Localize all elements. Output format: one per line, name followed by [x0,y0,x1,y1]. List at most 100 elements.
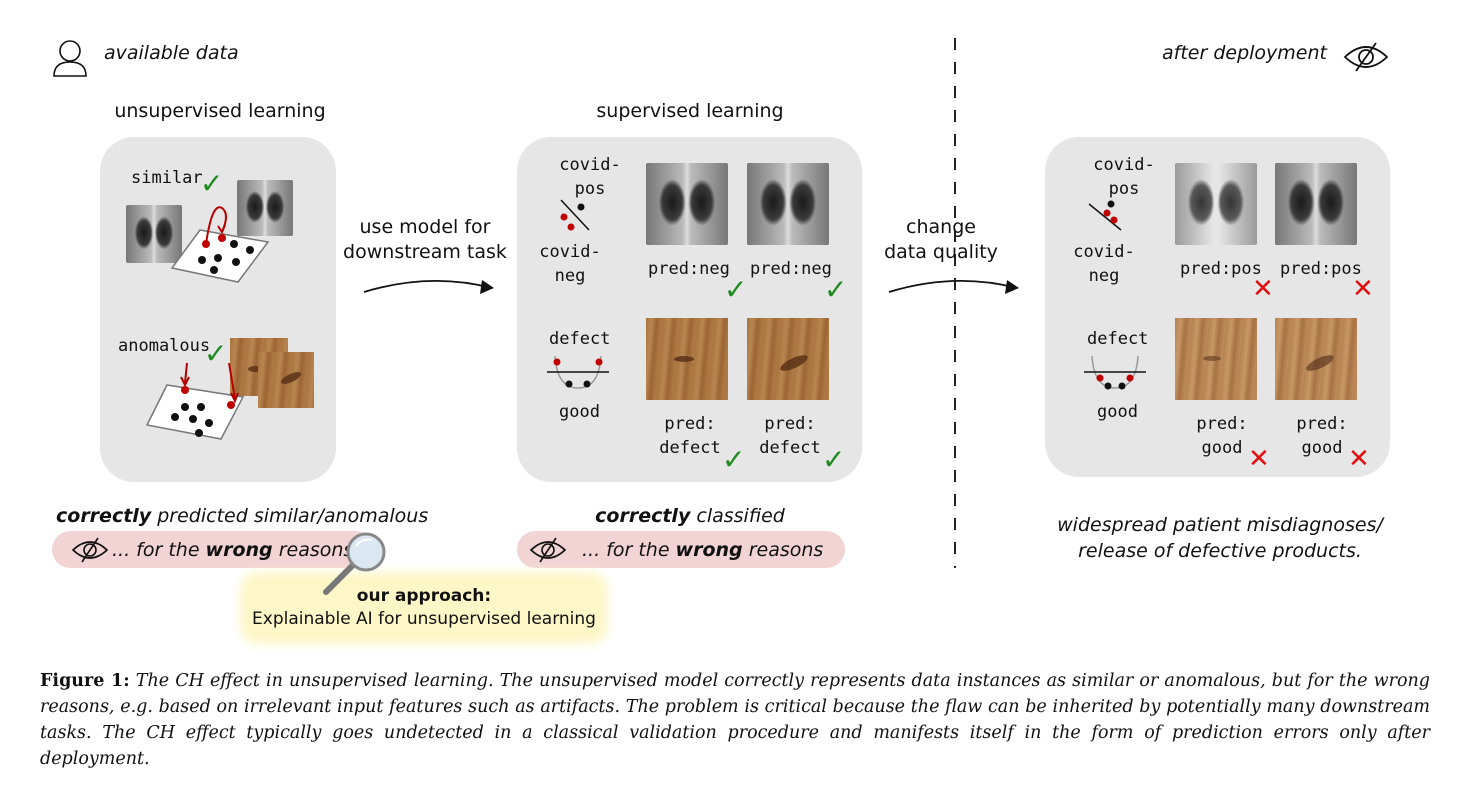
misdiagnoses-line1: widespread patient misdiagnoses/ [1057,514,1383,536]
pred-pos-label-1: pred:pos [1180,259,1262,279]
correctly-bold-left: correctly [56,505,152,527]
decision-boundary-defect-deploy [1084,355,1146,390]
covid-neg-line2: neg [554,266,586,286]
wrong-bold: wrong [205,539,273,561]
wrong-suffix: reasons [272,539,354,561]
arrow-downstream [363,280,494,294]
xray-image-deploy-2 [1275,163,1357,245]
pred-neg-label-1: pred:neg [648,259,730,279]
our-approach-subtitle: Explainable AI for unsupervised learning [252,609,596,629]
check-icon: ✓ [204,337,228,370]
decision-boundary-covid-deploy [1088,200,1122,231]
supervised-learning-title: supervised learning [596,100,784,122]
covid-neg-line1: covid- [539,242,601,262]
good-label-deploy: good [1097,402,1138,422]
check-icon: ✓ [200,167,224,200]
unsupervised-learning-title: unsupervised learning [114,100,326,122]
covid-neg-label: covid- neg [532,240,608,288]
defect-label-deploy: defect [1087,329,1149,349]
xray-image-similar-1 [126,205,182,263]
predicted-rest: predicted similar/anomalous [151,505,429,527]
pred-good-1-line1: pred: [1196,414,1248,434]
covid-neg-deploy-line2: neg [1088,266,1120,286]
misdiagnoses-line2: release of defective products. [1078,540,1362,562]
pred-good-label-1: pred: good [1182,412,1262,460]
figure-caption: Figure 1: The CH effect in unsupervised … [40,668,1430,772]
deployment-divider [954,38,956,568]
wood-image-anomalous-2 [258,352,314,408]
good-label: good [559,402,600,422]
wrong-prefix-mid: ... for the [582,539,676,561]
covid-pos-label: covid- pos [552,153,628,201]
our-approach-box [248,580,600,636]
xray-image-pred-2 [747,163,829,245]
wood-image-pred-1 [646,318,728,400]
arrow2-line1: change [906,216,976,238]
decision-boundary-covid [560,199,590,231]
covid-pos-deploy-line1: covid- [1093,155,1155,175]
arrow-label-line1: use model for [359,216,491,238]
xray-image-similar-2 [237,180,293,236]
wrong-bold-mid: wrong [675,539,743,561]
arrow2-line2: data quality [884,241,998,263]
cross-icon: ✕ [1248,444,1270,474]
check-icon: ✓ [824,273,848,306]
wrong-reasons-text-mid: ... for the wrong reasons [582,539,823,561]
covid-neg-deploy-line1: covid- [1073,242,1135,262]
covid-neg-label-deploy: covid- neg [1066,240,1142,288]
pred-neg-label-2: pred:neg [750,259,832,279]
cross-icon: ✕ [1348,444,1370,474]
wrong-reasons-text-left: ... for the wrong reasons [112,539,353,561]
available-data-label: available data [104,42,239,64]
correctly-predicted-statement: correctly predicted similar/anomalous [56,505,428,527]
wood-image-pred-2 [747,318,829,400]
arrow-data-quality [888,280,1019,294]
cross-icon: ✕ [1252,274,1274,304]
check-icon: ✓ [822,443,846,476]
correctly-bold-mid: correctly [595,505,691,527]
our-approach-title: our approach: [356,586,492,606]
pred-defect-1-line1: pred: [664,414,716,434]
arrow-label-data-quality: change data quality [882,215,1000,265]
misdiagnoses-statement: widespread patient misdiagnoses/ release… [1040,512,1400,564]
after-deployment-label: after deployment [1162,42,1327,64]
pred-good-1-line2: good [1201,438,1243,458]
pred-good-label-2: pred: good [1282,412,1362,460]
eye-crossed-icon [71,537,109,563]
pred-defect-2-line2: defect [759,438,821,458]
eye-crossed-icon [529,537,567,563]
decision-boundary-defect [547,355,609,389]
check-icon: ✓ [722,443,746,476]
embedding-plane-anomalous [145,362,245,440]
eye-crossed-icon [1343,42,1389,72]
magnifier-icon [323,532,386,595]
pred-defect-2-line1: pred: [764,414,816,434]
embedding-plane-similar [170,206,270,283]
wood-image-deploy-2 [1275,318,1357,400]
wrong-reasons-pill-mid [517,531,845,568]
covid-pos-label-deploy: covid- pos [1086,153,1162,201]
user-icon [53,40,87,77]
pred-defect-label-2: pred: defect [750,412,830,460]
xray-image-pred-1 [646,163,728,245]
wood-image-deploy-1 [1175,318,1257,400]
anomalous-label: anomalous [118,336,211,356]
pred-pos-label-2: pred:pos [1280,259,1362,279]
wrong-suffix-mid: reasons [742,539,824,561]
pred-defect-label-1: pred: defect [650,412,730,460]
arrow-label-downstream: use model for downstream task [336,215,514,265]
xray-image-deploy-1 [1175,163,1257,245]
arrow-label-line2: downstream task [343,241,507,263]
classified-rest: classified [690,505,785,527]
cross-icon: ✕ [1352,274,1374,304]
correctly-classified-statement: correctly classified [560,505,820,527]
figure-label: Figure 1: [40,671,130,691]
pred-good-2-line2: good [1301,438,1343,458]
similar-label: similar [131,168,203,188]
wrong-prefix: ... for the [112,539,206,561]
pred-defect-1-line2: defect [659,438,721,458]
covid-pos-line2: pos [574,179,606,199]
pred-good-2-line1: pred: [1296,414,1348,434]
figure-caption-text: The CH effect in unsupervised learning. … [40,671,1430,769]
defect-label: defect [549,329,611,349]
